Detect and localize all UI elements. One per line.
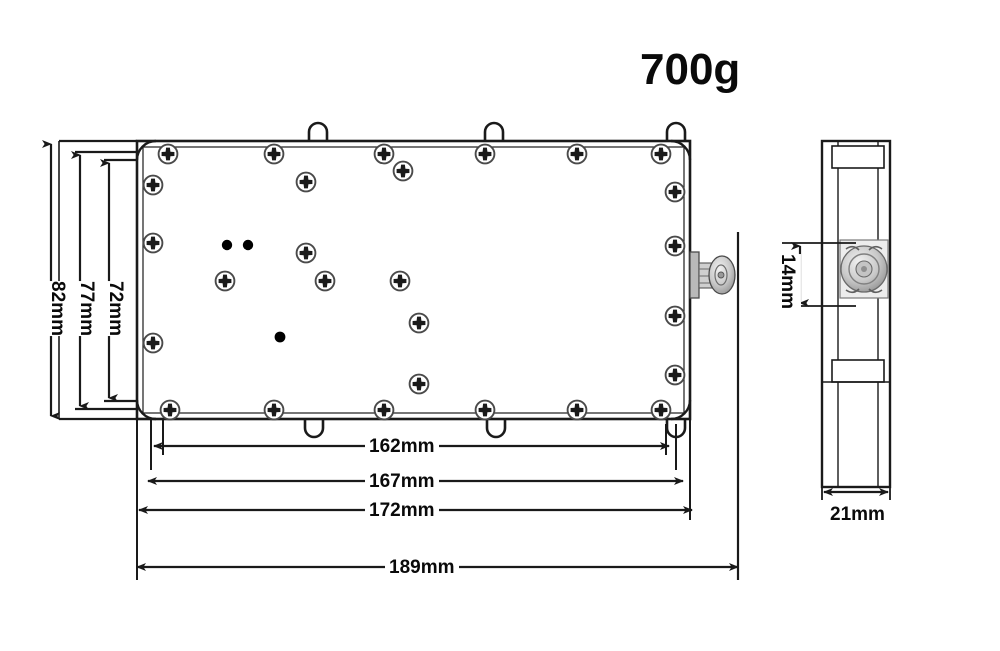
dim-label-167mm: 167mm <box>365 472 439 491</box>
side-view-bottom-pocket <box>831 359 885 383</box>
dim-label-21mm: 21mm <box>827 505 888 524</box>
dim-label-82mm: 82mm <box>43 281 71 336</box>
side-view-connector-flange <box>839 239 889 299</box>
side-view-group <box>782 139 892 500</box>
side-view-outline <box>820 139 892 489</box>
enclosure-inner-seam <box>142 146 685 414</box>
top-view-group <box>58 121 740 580</box>
led-dot-3 <box>274 331 286 343</box>
dim-label-162mm: 162mm <box>365 437 439 456</box>
mounting-flange-lines <box>59 139 137 421</box>
top-edge-notches <box>307 121 687 143</box>
dim-label-172mm: 172mm <box>365 501 439 520</box>
vertical-dimension-group <box>42 140 118 420</box>
bottom-edge-notches <box>303 417 687 439</box>
led-dot-1 <box>221 239 233 251</box>
side-view-top-pocket <box>831 145 885 169</box>
weight-label: 700g <box>640 45 741 94</box>
led-dot-2 <box>242 239 254 251</box>
dim-label-77mm: 77mm <box>72 281 100 336</box>
rf-coaxial-connector <box>689 251 736 299</box>
enclosure-body-outline <box>135 139 692 421</box>
dim-label-14mm: 14mm <box>773 254 801 309</box>
dim-label-189mm: 189mm <box>385 558 459 577</box>
dim-label-72mm: 72mm <box>101 281 129 336</box>
indicator-dots <box>221 239 286 343</box>
side-view-dim-21-group <box>821 382 891 500</box>
corner-fin-arcs <box>135 139 692 421</box>
